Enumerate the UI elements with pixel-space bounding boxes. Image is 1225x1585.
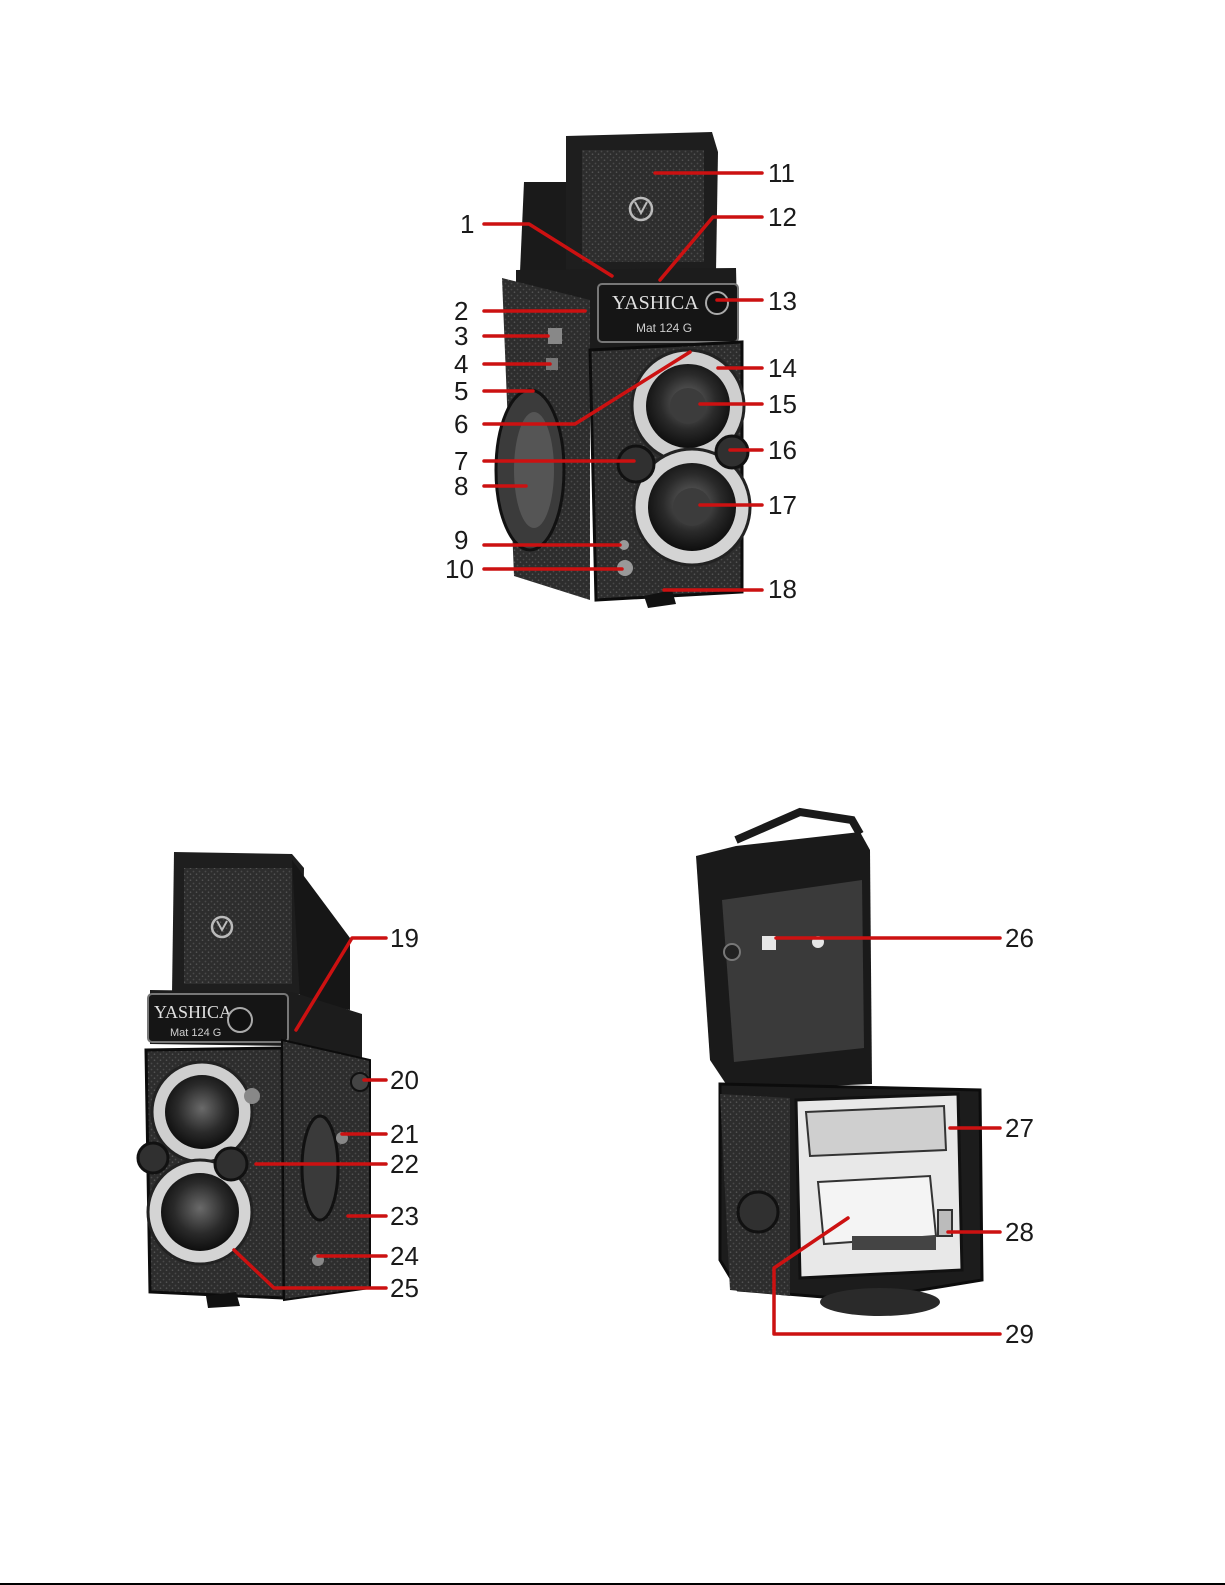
callout-27: 27 bbox=[1005, 1113, 1034, 1143]
callout-26: 26 bbox=[1005, 923, 1034, 953]
exposure-meter-window bbox=[706, 292, 728, 314]
callout-28: 28 bbox=[1005, 1217, 1034, 1247]
callout-18: 18 bbox=[768, 574, 797, 604]
side-model-logo-text: Mat 124 G bbox=[170, 1027, 221, 1039]
callout-6: 6 bbox=[454, 409, 468, 439]
aperture-dial bbox=[618, 446, 654, 482]
callout-21: 21 bbox=[390, 1119, 419, 1149]
callout-17: 17 bbox=[768, 490, 797, 520]
hood-side-flap bbox=[520, 182, 568, 272]
callout-3: 3 bbox=[454, 321, 468, 351]
callout-10: 10 bbox=[445, 554, 474, 584]
front-view-camera: YASHICA Mat 124 G bbox=[496, 132, 750, 608]
pressure-plate bbox=[722, 880, 864, 1062]
callout-1: 1 bbox=[460, 209, 474, 239]
callout-12: 12 bbox=[768, 202, 797, 232]
callout-22: 22 bbox=[390, 1149, 419, 1179]
callout-29: 29 bbox=[1005, 1319, 1034, 1349]
side-control-a bbox=[548, 328, 562, 344]
callout-14: 14 bbox=[768, 353, 797, 383]
hood-leatherette bbox=[582, 150, 704, 262]
callout-9: 9 bbox=[454, 525, 468, 555]
callout-13: 13 bbox=[768, 286, 797, 316]
side-view-camera: YASHICA Mat 124 G bbox=[138, 852, 370, 1308]
callout-23: 23 bbox=[390, 1201, 419, 1231]
callout-16: 16 bbox=[768, 435, 797, 465]
callout-4: 4 bbox=[454, 349, 468, 379]
brand-logo-text: YASHICA bbox=[612, 292, 699, 314]
callout-19: 19 bbox=[390, 923, 419, 953]
callout-24: 24 bbox=[390, 1241, 419, 1271]
callout-20: 20 bbox=[390, 1065, 419, 1095]
callout-25: 25 bbox=[390, 1273, 419, 1303]
shutter-dial bbox=[716, 436, 748, 468]
callout-15: 15 bbox=[768, 389, 797, 419]
callout-8: 8 bbox=[454, 471, 468, 501]
side-focus-knob bbox=[302, 1116, 338, 1220]
pressure-plate-pin-left bbox=[762, 936, 776, 950]
callout-11: 11 bbox=[768, 158, 795, 188]
callout-5: 5 bbox=[454, 376, 468, 406]
model-logo-text: Mat 124 G bbox=[636, 321, 692, 335]
open-back-camera bbox=[696, 812, 982, 1316]
side-brand-logo-text: YASHICA bbox=[154, 1002, 232, 1022]
